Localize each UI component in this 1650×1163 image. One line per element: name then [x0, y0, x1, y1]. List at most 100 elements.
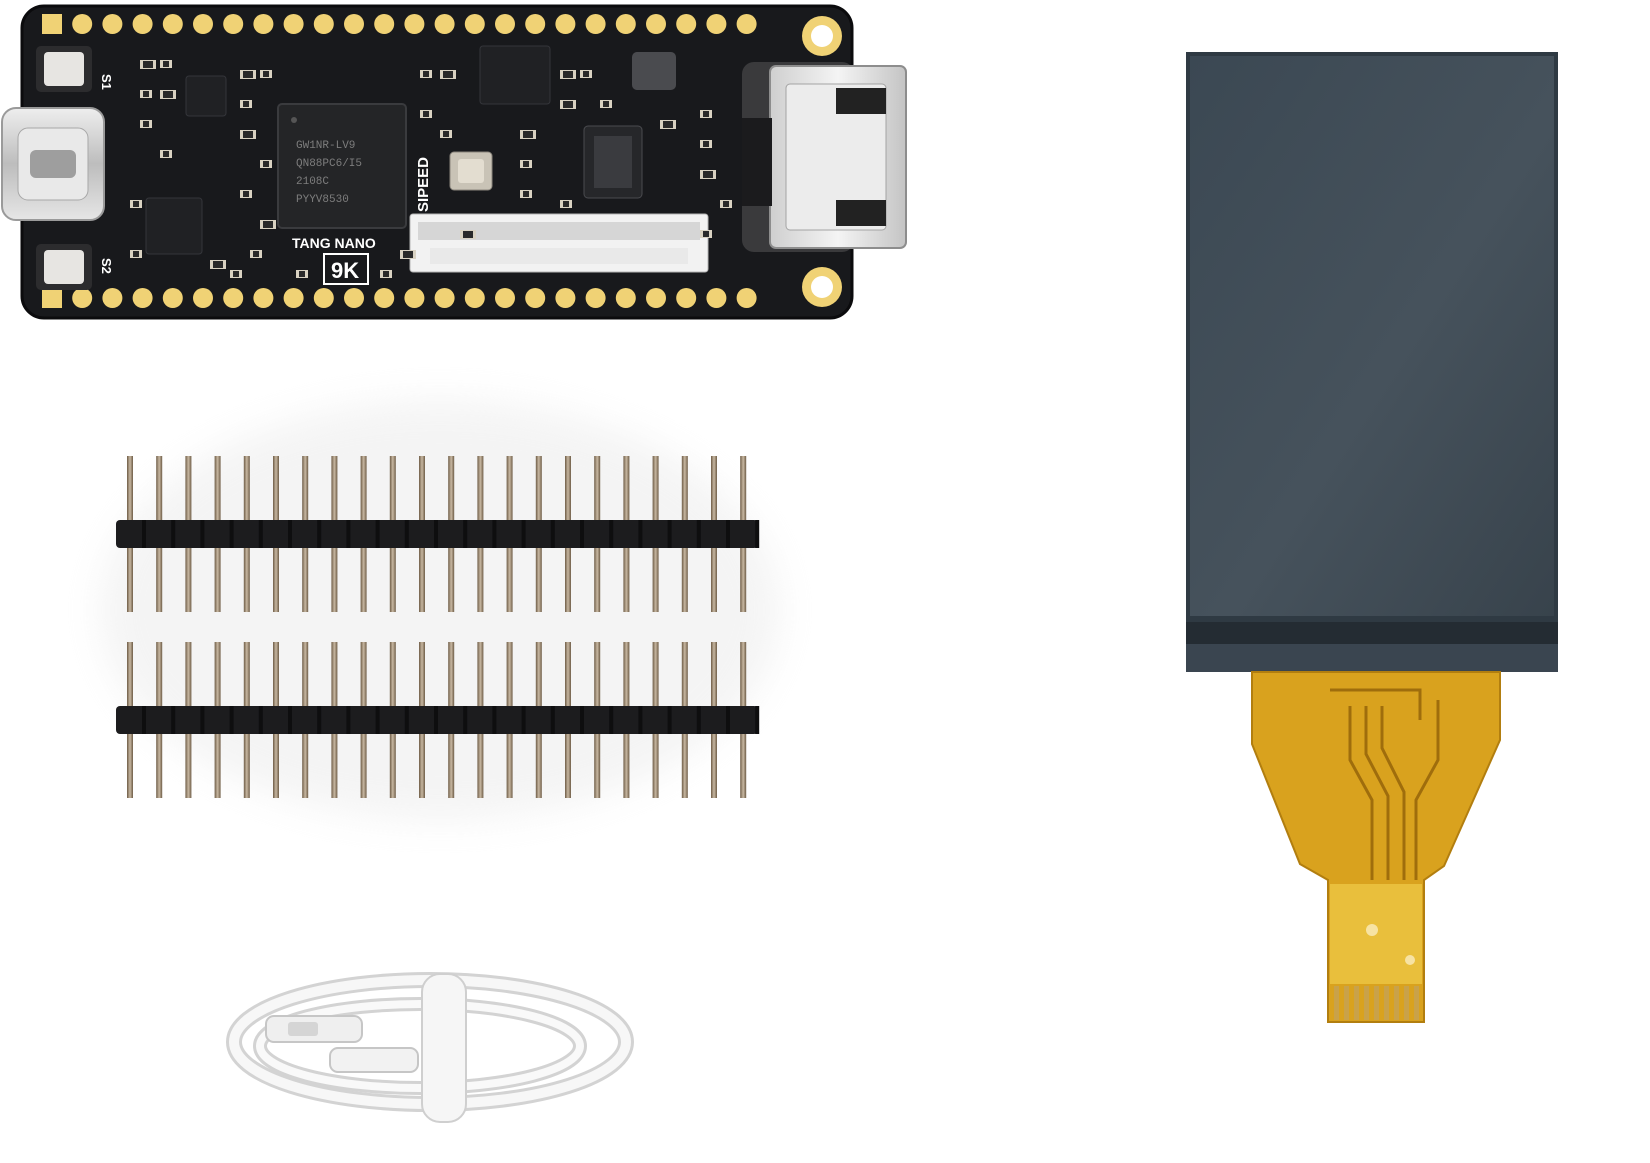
header-pad: [283, 14, 304, 34]
smd-part-body: [443, 71, 453, 78]
header-pad: [72, 288, 93, 308]
header-gap: [492, 706, 497, 734]
header-gap: [580, 706, 584, 734]
header-pad: [193, 288, 213, 308]
header-pad: [434, 14, 455, 34]
header-pad: [464, 14, 485, 34]
header-gap: [142, 520, 146, 548]
flex-contact: [1404, 986, 1409, 1020]
header-gap: [521, 520, 526, 548]
fpga-board: S1 S2 GW1NR-LV9 QN88PC6/I5 2108C PYYV853…: [1, 4, 907, 320]
smd-part-body: [243, 131, 253, 138]
header-pad: [495, 14, 515, 34]
smd-part-body: [143, 91, 149, 97]
pin-header-strip-1: [116, 456, 760, 612]
smd-part-body: [563, 201, 569, 207]
cable-tie: [421, 973, 467, 1123]
header-pad: [223, 288, 244, 308]
usb-bridge-chip: [145, 197, 203, 255]
header-gap: [229, 706, 234, 734]
flex-contact: [1354, 986, 1359, 1020]
header-pad: [42, 14, 62, 34]
header-pad: [344, 14, 364, 34]
header-gap: [317, 706, 322, 734]
header-pads-top: [42, 14, 757, 34]
header-pad: [253, 288, 274, 308]
smd-part-body: [163, 91, 173, 98]
smd-part-body: [463, 231, 473, 238]
header-gap: [258, 706, 263, 734]
usb-c-port: [1, 107, 105, 221]
header-gap: [521, 706, 526, 734]
smd-part-body: [703, 171, 713, 178]
header-pad: [555, 14, 576, 34]
smd-part-body: [443, 131, 449, 137]
smd-part-body: [143, 61, 153, 68]
smd-part-body: [663, 121, 673, 128]
header-pad: [615, 14, 636, 34]
smd-part-body: [603, 101, 609, 107]
regulator-chip: [185, 75, 227, 117]
smd-part-body: [133, 251, 139, 257]
header-pad: [283, 288, 304, 308]
header-gap: [696, 706, 701, 734]
header-gap: [667, 706, 672, 734]
header-gap: [229, 520, 234, 548]
header-pad: [313, 14, 334, 34]
smd-part-body: [163, 151, 169, 157]
smd-part-body: [523, 191, 529, 197]
header-gap: [317, 520, 322, 548]
header-pad: [132, 288, 153, 308]
flex-contact: [1384, 986, 1389, 1020]
fpga-chip: GW1NR-LV9 QN88PC6/I5 2108C PYYV8530: [277, 103, 407, 229]
header-pad: [344, 288, 364, 308]
smd-part-body: [263, 221, 273, 228]
header-pads-bottom: [42, 288, 757, 308]
header-pad: [676, 14, 697, 34]
header-gap: [638, 520, 643, 548]
smd-part-body: [299, 271, 305, 277]
flash-chip: [479, 45, 551, 105]
header-pad: [374, 14, 395, 34]
cable-plug-usb-c: [329, 1047, 419, 1073]
lcd-module: [1186, 52, 1558, 1023]
flex-contact: [1374, 986, 1379, 1020]
header-gap: [375, 520, 380, 548]
header-gap: [550, 520, 555, 548]
header-gap: [696, 520, 701, 548]
header-pad: [132, 14, 153, 34]
smd-part-body: [723, 201, 729, 207]
header-pad: [495, 288, 515, 308]
header-pad: [72, 14, 93, 34]
smd-part-body: [563, 71, 573, 78]
header-pad: [374, 288, 395, 308]
header-pad: [646, 14, 666, 34]
header-pad: [555, 288, 576, 308]
header-pad: [585, 14, 606, 34]
header-gap: [434, 520, 438, 548]
header-pad: [313, 288, 334, 308]
brand-silkscreen: SIPEED: [415, 157, 432, 212]
header-gap: [580, 520, 584, 548]
header-pad: [676, 288, 697, 308]
flex-contact: [1394, 986, 1399, 1020]
smd-components: [130, 60, 732, 278]
board-size-label: 9K: [331, 258, 359, 283]
header-gap: [200, 706, 205, 734]
smd-part-body: [703, 141, 709, 147]
lcd-fpc-connector: [409, 213, 709, 273]
smd-part-body: [233, 271, 239, 277]
header-pad: [615, 288, 636, 308]
smd-part-body: [243, 71, 253, 78]
header-gap: [755, 706, 760, 734]
header-pad: [223, 14, 244, 34]
header-gap: [492, 520, 497, 548]
header-pad: [464, 288, 485, 308]
header-gap: [142, 706, 146, 734]
header-gap: [726, 520, 730, 548]
header-pad: [404, 14, 425, 34]
header-gap: [346, 520, 351, 548]
header-gap: [404, 520, 409, 548]
header-gap: [609, 520, 614, 548]
header-gap: [258, 520, 263, 548]
